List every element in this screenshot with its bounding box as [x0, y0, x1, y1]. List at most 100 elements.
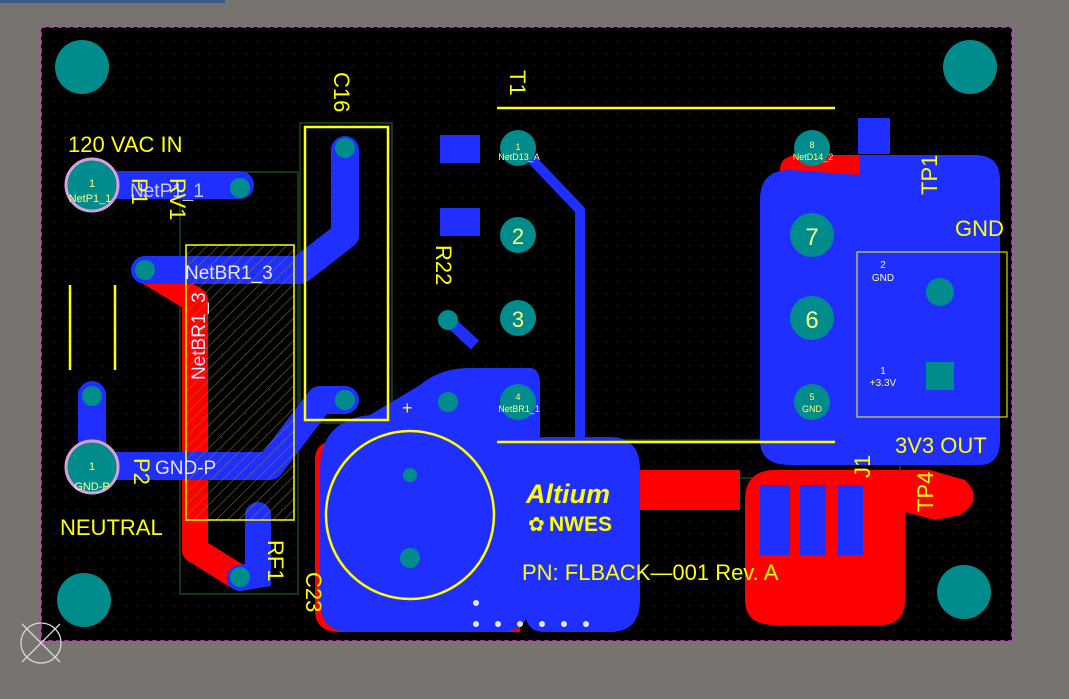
pad-label-net: GND-P — [74, 481, 109, 493]
designator-rv1[interactable]: RV1 — [165, 178, 190, 220]
pad-label-num: 2 — [512, 224, 524, 249]
via[interactable] — [583, 621, 589, 627]
pad-rv1-1[interactable] — [135, 260, 155, 280]
designator-tp4[interactable]: TP4 — [913, 472, 938, 512]
via[interactable] — [473, 600, 479, 606]
net-labels: NetP1_1 NetBR1_3 GND-P NetBR1_3 — [130, 181, 273, 479]
pad-c23-minus[interactable] — [400, 548, 420, 568]
designator-rf1[interactable]: RF1 — [263, 540, 288, 582]
pad-j1-2[interactable] — [926, 278, 954, 306]
designator-p1[interactable]: P1 — [127, 178, 152, 205]
bottom-pad-d13[interactable] — [440, 135, 480, 163]
pad-rv1-2[interactable] — [230, 178, 250, 198]
mounting-holes — [55, 40, 997, 627]
designator-j1[interactable]: J1 — [850, 455, 875, 478]
pad-t1-6[interactable] — [790, 296, 834, 340]
pad-t1-1[interactable] — [500, 130, 536, 166]
mounting-hole[interactable] — [55, 40, 109, 94]
pad-t1-7[interactable] — [790, 213, 834, 257]
altium-logo: Altium — [525, 479, 610, 509]
pad-p1[interactable] — [66, 159, 118, 211]
pad-label-num: 1 — [89, 461, 95, 473]
pad-label-num: 3 — [512, 307, 524, 332]
pad-label-net: NetBR1_1 — [498, 404, 540, 414]
pad-c23-plus[interactable] — [403, 468, 417, 482]
pad-p2-ring — [64, 439, 120, 495]
pad-t1-2[interactable] — [500, 217, 536, 253]
pad-t1-4[interactable] — [500, 384, 536, 420]
pad-rf1-2[interactable] — [230, 567, 250, 587]
pad-label-num: 7 — [805, 224, 818, 251]
pad-label-num: 5 — [809, 392, 814, 402]
net-label-netbr1-3: NetBR1_3 — [185, 263, 273, 284]
pad-label-net: NetD14_2 — [793, 152, 834, 162]
gnd-label: GND — [955, 216, 1004, 241]
pad-label-net: GND — [872, 273, 894, 284]
pad-netbr1-1[interactable] — [438, 392, 458, 412]
bottom-pad-output-a[interactable] — [760, 485, 790, 555]
mounting-hole[interactable] — [937, 565, 991, 619]
pad-p1-ring — [64, 157, 120, 213]
pad-c16-1[interactable] — [335, 138, 355, 158]
designator-t1[interactable]: T1 — [505, 70, 530, 96]
net-label-gnd-p: GND-P — [155, 458, 216, 479]
pad-label-num: 6 — [805, 307, 818, 334]
vias — [473, 600, 589, 627]
bottom-pad-tp1[interactable] — [858, 118, 890, 154]
pad-label-num: 1 — [89, 178, 95, 190]
pad-label-num: 8 — [809, 140, 814, 150]
pad-t1-8[interactable] — [794, 130, 830, 166]
bottom-pour-primary[interactable] — [525, 437, 640, 632]
rf1-body-hatch[interactable] — [185, 244, 295, 521]
pad-j1-1[interactable] — [926, 362, 954, 390]
nwes-logo: NWES — [549, 513, 612, 536]
via[interactable] — [517, 621, 523, 627]
pad-r22-2[interactable] — [438, 310, 458, 330]
neutral-label: NEUTRAL — [60, 515, 163, 540]
nwes-logo-icon: ✿ — [528, 514, 545, 536]
silkscreen-text: 120 VAC IN NEUTRAL GND 3V3 OUT PN: FLBAC… — [60, 70, 1004, 612]
c23-polarity: + — [402, 398, 413, 418]
pad-label-net: +3.3V — [870, 378, 897, 389]
designator-c16[interactable]: C16 — [329, 72, 354, 112]
bottom-pad-output-b[interactable] — [800, 485, 825, 555]
pad-label-num: 1 — [880, 366, 886, 377]
via[interactable] — [561, 621, 567, 627]
bottom-trace-j1[interactable] — [850, 365, 910, 387]
document-tab-indicator[interactable] — [0, 0, 225, 3]
bottom-trace-netd13[interactable] — [513, 140, 585, 445]
pad-label-net: NetD13_A — [498, 152, 540, 162]
bottom-pad-output-c[interactable] — [838, 485, 863, 555]
bottom-pad-r22[interactable] — [440, 208, 480, 236]
mounting-hole[interactable] — [943, 40, 997, 94]
pad-labels: 1 NetP1_1 1 GND-P 1 NetD13_A 2 3 4 NetBR… — [69, 140, 897, 493]
bottom-pour-c23[interactable] — [320, 368, 540, 632]
output-label: 3V3 OUT — [895, 433, 987, 458]
via[interactable] — [473, 621, 479, 627]
pad-t1-5[interactable] — [794, 384, 830, 420]
pad-t1-3[interactable] — [500, 300, 536, 336]
origin-marker-icon[interactable] — [20, 622, 62, 664]
via[interactable] — [495, 621, 501, 627]
designator-c23[interactable]: C23 — [301, 572, 326, 612]
silkscreen-layer — [68, 106, 1008, 601]
pad-label-num: 4 — [515, 392, 520, 402]
pads-layer — [64, 130, 954, 587]
mounting-hole[interactable] — [57, 573, 111, 627]
pad-label-num: 1 — [515, 142, 520, 152]
pad-c16-2[interactable] — [335, 390, 355, 410]
part-number: PN: FLBACK—001 Rev. A — [522, 560, 779, 585]
via[interactable] — [539, 621, 545, 627]
net-label-netp1: NetP1_1 — [130, 181, 204, 202]
designator-tp1[interactable]: TP1 — [917, 155, 942, 195]
pad-neutral[interactable] — [82, 386, 102, 406]
designator-p2[interactable]: P2 — [129, 458, 154, 485]
pad-label-net: GND — [802, 404, 823, 414]
pad-p2[interactable] — [66, 441, 118, 493]
c23-outline — [324, 429, 496, 601]
top-pour-strip[interactable] — [640, 470, 740, 510]
top-pour-tp4[interactable] — [860, 470, 974, 520]
designator-r22[interactable]: R22 — [431, 245, 456, 285]
